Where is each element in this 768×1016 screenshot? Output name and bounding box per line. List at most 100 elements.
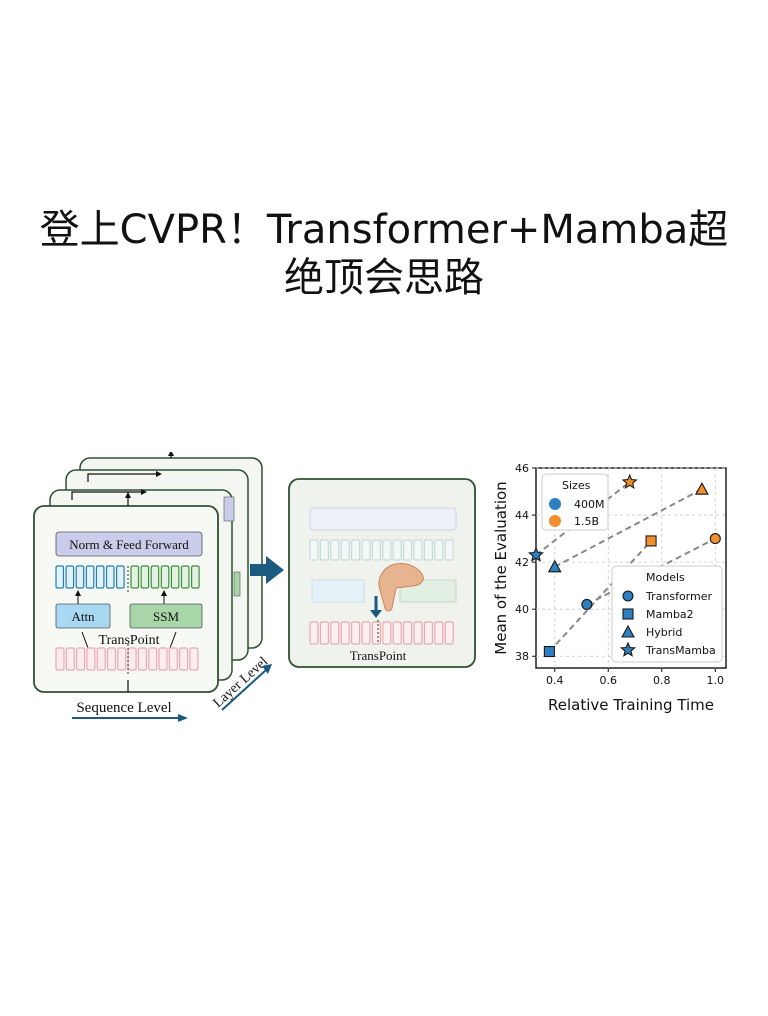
model-legend-marker <box>621 624 635 638</box>
zoom-hidden-token <box>319 539 330 561</box>
sizes-legend-title: Sizes <box>562 479 591 492</box>
point-transformer-1.5b <box>709 533 721 545</box>
sequence-level-label: Sequence Level <box>76 700 171 716</box>
zoom-hidden-token <box>434 539 444 561</box>
zoom-arrow <box>250 564 268 576</box>
attn-token <box>65 565 75 589</box>
zoom-hidden-token <box>330 539 340 561</box>
ssm-token <box>130 565 140 589</box>
model-legend-marker <box>622 608 634 620</box>
norm-feed-forward-block <box>55 531 203 557</box>
point-mamba2-400m <box>543 645 555 658</box>
input-token <box>75 647 86 671</box>
sizes-legend: Sizes 400M 1.5B <box>541 473 609 531</box>
transpoint-zoom-panel: TransPoint <box>288 478 476 668</box>
zoom-hidden-token <box>413 539 423 561</box>
point-hybrid-400m <box>547 559 562 573</box>
model-legend-label: Mamba2 <box>646 608 694 621</box>
point-hybrid-1.5b <box>694 482 709 495</box>
zoom-hidden-token <box>392 539 402 561</box>
ssm-token-row <box>130 565 200 589</box>
zoom-input-token <box>382 621 392 645</box>
zoom-input-token <box>434 621 444 645</box>
point-transformer-400m <box>581 598 593 611</box>
architecture-diagram: Norm & Feed Forward Attn SSM TransPoint … <box>33 452 284 722</box>
norm-feed-forward-label: Norm & Feed Forward <box>69 537 189 552</box>
input-token <box>137 647 148 671</box>
input-token-row <box>55 647 199 671</box>
zoom-hidden-token <box>402 539 413 561</box>
zoom-hidden-token <box>423 539 433 561</box>
ssm-token <box>140 565 150 589</box>
zoom-input-token <box>330 621 340 645</box>
size-legend-swatch <box>549 498 561 510</box>
x-tick-label: 0.6 <box>600 674 618 687</box>
size-legend-label: 1.5B <box>574 515 599 528</box>
zoom-transpoint-label: TransPoint <box>350 648 407 663</box>
ssm-token <box>180 565 190 589</box>
zoom-hidden-token <box>371 539 382 561</box>
model-legend-marker <box>622 590 634 602</box>
attn-token <box>75 565 85 589</box>
model-legend-label: Transformer <box>645 590 712 603</box>
zoom-input-token <box>319 621 330 645</box>
ssm-token <box>191 565 200 589</box>
y-tick-label: 38 <box>515 650 529 663</box>
input-token <box>127 647 137 671</box>
input-token <box>106 647 117 671</box>
zoom-input-token <box>392 621 402 645</box>
ssm-token <box>160 565 170 589</box>
attn-token <box>95 565 105 589</box>
zoom-input-token <box>444 621 454 645</box>
input-token <box>158 647 168 671</box>
zoom-hidden-token <box>309 539 319 561</box>
zoom-hidden-token <box>340 539 350 561</box>
zoom-input-token <box>371 621 382 645</box>
input-token <box>179 647 189 671</box>
layer-level-arrow <box>221 669 267 711</box>
x-tick-label: 0.8 <box>653 674 671 687</box>
input-token <box>55 647 65 671</box>
attn-token <box>55 565 65 589</box>
attn-token <box>115 565 125 589</box>
input-token <box>148 647 158 671</box>
pointing-hand-icon <box>378 563 424 612</box>
point-transmamba-400m <box>527 546 545 562</box>
connector-mamba2 <box>548 540 652 653</box>
attn-block <box>55 603 111 629</box>
size-legend-swatch <box>549 515 561 527</box>
zoom-input-token <box>350 621 361 645</box>
zoom-hidden-token <box>361 539 371 561</box>
input-token <box>189 647 199 671</box>
connector-hybrid <box>554 488 703 568</box>
zoom-input-token <box>402 621 413 645</box>
title-line-2: 绝顶会思路 <box>284 255 484 301</box>
attn-token <box>85 565 95 589</box>
y-tick-label: 46 <box>515 462 529 475</box>
attn-label: Attn <box>71 609 95 624</box>
point-transmamba-1.5b <box>621 473 638 489</box>
y-axis-label: Mean of the Evaluation <box>492 481 510 654</box>
size-legend-label: 400M <box>574 498 605 511</box>
models-legend-title: Models <box>646 571 685 584</box>
y-tick-label: 40 <box>515 603 529 616</box>
y-tick-label: 42 <box>515 556 529 569</box>
zoom-hidden-token <box>382 539 392 561</box>
ssm-token <box>170 565 180 589</box>
input-token <box>168 647 178 671</box>
ssm-token <box>150 565 160 589</box>
title-line-1: 登上CVPR！Transformer+Mamba超 <box>39 207 729 253</box>
data-points <box>527 473 721 658</box>
zoom-input-token <box>423 621 433 645</box>
input-token <box>96 647 106 671</box>
input-token <box>65 647 75 671</box>
input-token <box>117 647 127 671</box>
zoom-input-token <box>309 621 319 645</box>
x-axis-label: Relative Training Time <box>548 696 714 714</box>
x-tick-label: 0.4 <box>546 674 564 687</box>
attn-token-row <box>55 565 125 589</box>
ssm-label: SSM <box>153 609 179 624</box>
zoom-hidden-token <box>444 539 454 561</box>
zoom-input-token <box>340 621 350 645</box>
